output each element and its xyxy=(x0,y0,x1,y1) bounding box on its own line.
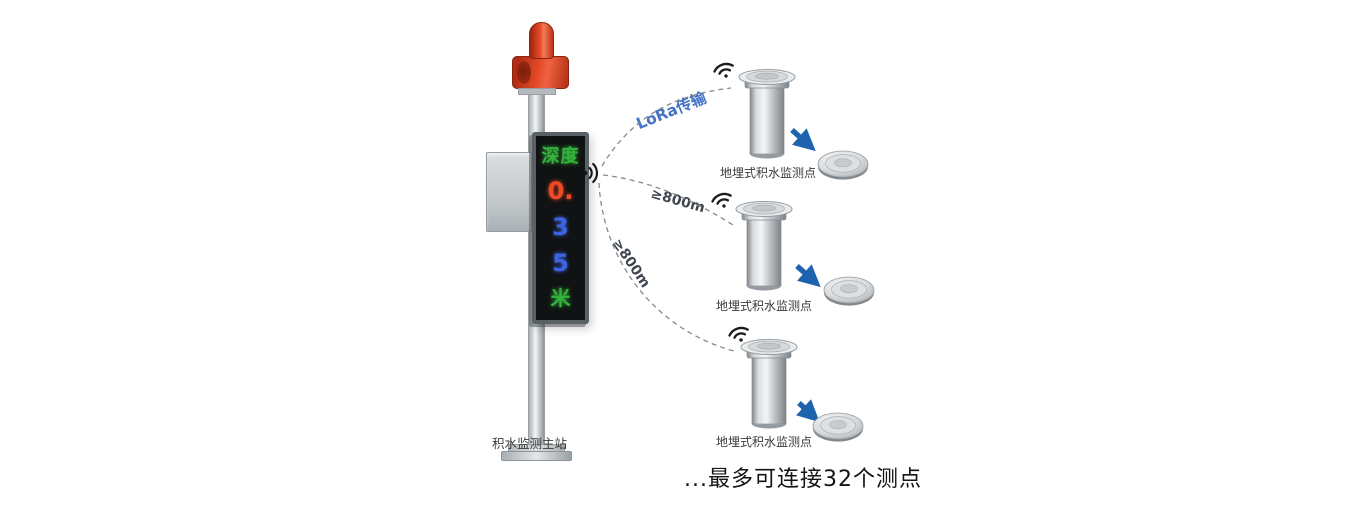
ground-disc-3 xyxy=(812,412,864,443)
led-text-digit3: 3 xyxy=(552,212,569,241)
sensor-label-2: 地埋式积水监测点 xyxy=(715,299,812,313)
beacon-mount xyxy=(518,88,556,95)
link-line-3 xyxy=(598,182,735,352)
link-label-distance-2: ≥800m xyxy=(608,236,654,291)
ground-disc-1 xyxy=(817,150,869,181)
led-text-digit5: 5 xyxy=(552,249,569,278)
wifi-icon-3 xyxy=(727,324,752,346)
alarm-beacon-horn xyxy=(517,61,531,84)
arrow-icon-3 xyxy=(796,399,820,423)
station-base-plate xyxy=(501,451,572,461)
led-text-int: 0. xyxy=(547,176,574,205)
led-display: 深度 0. 3 5 米 xyxy=(532,132,589,324)
wifi-icon-1 xyxy=(712,60,737,82)
sensor-cylinder-3 xyxy=(740,339,798,429)
arrow-icon-1 xyxy=(790,127,816,152)
led-screen: 深度 0. 3 5 米 xyxy=(536,136,585,320)
led-text-unit: 米 xyxy=(550,285,571,310)
sensor-cylinder-2 xyxy=(735,201,793,291)
arrow-icon-2 xyxy=(795,263,821,288)
link-label-distance-1: ≥800m xyxy=(648,185,707,217)
led-text-depth: 深度 xyxy=(541,146,580,168)
wifi-icon-2 xyxy=(710,190,735,212)
ground-disc-2 xyxy=(823,276,875,307)
sensor-label-3: 地埋式积水监测点 xyxy=(715,435,812,449)
link-label-lora: LoRa传输 xyxy=(633,88,709,134)
main-station-label: 积水监测主站 xyxy=(492,436,568,451)
sensor-label-1: 地埋式积水监测点 xyxy=(719,166,816,180)
sensor-cylinder-1 xyxy=(738,69,796,159)
control-box xyxy=(486,152,532,232)
footer-note: ...最多可连接32个测点 xyxy=(684,467,922,492)
alarm-beacon-lamp xyxy=(529,22,554,59)
